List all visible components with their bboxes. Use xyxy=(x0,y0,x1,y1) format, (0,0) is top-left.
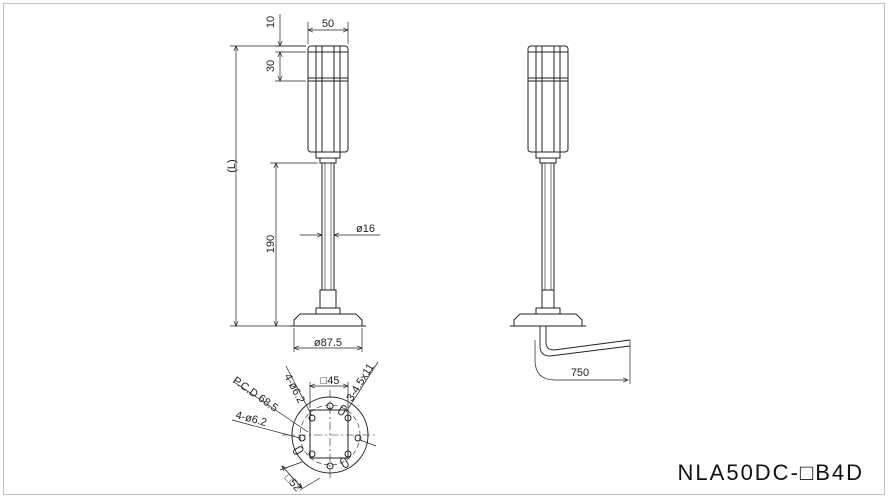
model-number: NLA50DC-□B4D xyxy=(677,460,864,485)
base-view xyxy=(231,361,379,491)
label-slots: 3-4.5x11 xyxy=(344,362,376,404)
dim-base-diameter: ø87.5 xyxy=(314,337,342,349)
dim-tier-height: 30 xyxy=(265,60,277,72)
dim-top-offset: 10 xyxy=(265,16,277,28)
side-view xyxy=(510,45,631,384)
dim-pole-length: 190 xyxy=(265,235,277,253)
dim-width: 50 xyxy=(322,18,334,30)
drawing-frame xyxy=(3,3,885,495)
dim-square-52: □52 xyxy=(282,472,304,494)
tower-body xyxy=(307,45,349,153)
dim-overall-length: (L) xyxy=(226,159,238,172)
dim-cable-length: 750 xyxy=(571,367,589,379)
front-view xyxy=(230,14,380,352)
label-holes-left: 4-ø6.2 xyxy=(234,409,268,429)
label-holes-top: 4-ø6.2 xyxy=(281,372,307,406)
dim-pole-diameter: ø16 xyxy=(356,223,375,235)
dim-square-45: □45 xyxy=(321,375,340,387)
